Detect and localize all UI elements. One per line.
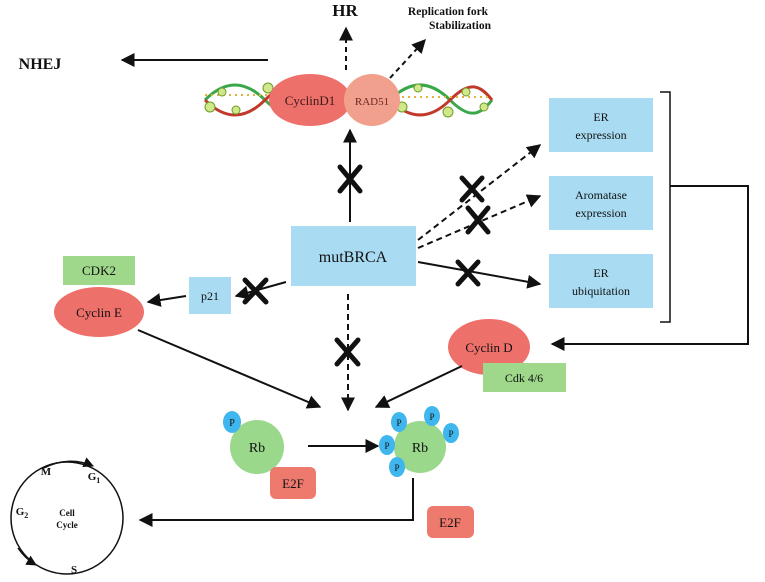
e2f-free-label: E2F — [439, 515, 461, 530]
inhibition-x-mark — [455, 259, 481, 287]
phosphate-label: P — [229, 418, 235, 429]
phosphate-node — [424, 406, 440, 426]
phosphate-label: P — [384, 441, 389, 451]
phase-s-label: S — [71, 564, 77, 576]
rb-left-label: Rb — [249, 441, 265, 456]
replication-fork-label: Replication fork — [408, 6, 489, 18]
p21-box — [189, 277, 231, 314]
phosphate-label: P — [394, 463, 399, 473]
e2f-bound-box — [270, 467, 316, 499]
rad51-node — [344, 74, 400, 126]
mutbrca-label: mutBRCA — [319, 249, 388, 266]
cyclin-d-node — [448, 319, 530, 375]
cell-cycle-arrow — [17, 547, 37, 566]
cyclin-d1-label: CyclinD1 — [285, 93, 336, 108]
e2f-bound-label: E2F — [282, 476, 304, 491]
mutbrca-to-p21-arrow — [234, 281, 287, 300]
cdk46-label: Cdk 4/6 — [505, 371, 543, 385]
cdk2-box — [63, 256, 135, 285]
cdk2-label: CDK2 — [82, 263, 116, 278]
cdk46-box — [483, 363, 566, 392]
inhibition-x-mark — [459, 175, 485, 203]
rb-node-left — [230, 420, 284, 474]
cyclin-d-to-rb-arrow — [374, 365, 463, 408]
cyclin-e-node — [54, 287, 144, 337]
phosphate-node — [223, 411, 241, 433]
rb-to-cell-cycle-arrow — [138, 478, 414, 527]
cell-cycle-label-line1: Cell — [59, 508, 75, 518]
rb-right-label: Rb — [412, 441, 428, 456]
phosphate-node — [389, 457, 405, 477]
inhibition-x-mark — [334, 337, 361, 367]
phosphate-label: P — [448, 429, 453, 439]
phosphate-node — [443, 423, 459, 443]
nhej-label: NHEJ — [19, 56, 62, 73]
cyclin-d1-node — [269, 74, 351, 126]
aromatase-line1: Aromatase — [575, 188, 627, 202]
cell-cycle-arrow — [43, 457, 94, 469]
phase-g1-label: G1 — [88, 471, 101, 485]
phase-m-label: M — [41, 466, 52, 478]
stabilization-label: Stabilization — [429, 20, 492, 32]
er-expression-box — [549, 98, 653, 152]
inhibition-x-mark — [337, 164, 363, 194]
e2f-free-box — [427, 506, 474, 538]
mutbrca-to-er-ubiquitation-arrow — [417, 261, 542, 289]
bracket-to-cyclin-d-arrow — [550, 185, 749, 351]
phosphate-node — [391, 412, 407, 432]
er-ubiquitation-box — [549, 254, 653, 308]
hr-label: HR — [332, 1, 358, 20]
er-ubiquitation-line2: ubiquitation — [572, 284, 630, 298]
phase-g2-label: G2 — [16, 506, 29, 520]
phosphate-label: P — [396, 418, 401, 428]
inhibition-x-mark — [465, 205, 491, 235]
mutbrca-to-er-expression-arrow — [417, 144, 542, 241]
p21-label: p21 — [201, 289, 219, 303]
cyclin-e-to-rb-arrow — [137, 329, 322, 409]
er-ubiquitation-line1: ER — [593, 266, 608, 280]
fork-stabilization-arrow — [389, 38, 426, 79]
right-bracket — [660, 91, 671, 323]
cell-cycle-label-line2: Cycle — [56, 520, 78, 530]
mutbrca-to-aromatase-arrow — [417, 194, 542, 249]
cyclin-e-label: Cyclin E — [76, 305, 122, 320]
aromatase-expression-box — [549, 176, 653, 230]
er-expression-line2: expression — [575, 128, 626, 142]
phosphate-label: P — [429, 412, 434, 422]
phosphate-node — [379, 435, 395, 455]
er-expression-line1: ER — [593, 110, 608, 124]
rb-node-right — [394, 421, 446, 473]
rad51-label: RAD51 — [355, 96, 389, 108]
aromatase-line2: expression — [575, 206, 626, 220]
inhibition-x-mark — [242, 277, 269, 305]
p21-to-cyclin-e-arrow — [146, 293, 187, 307]
cyclin-d-label: Cyclin D — [465, 340, 512, 355]
mutbrca-box — [291, 226, 416, 286]
